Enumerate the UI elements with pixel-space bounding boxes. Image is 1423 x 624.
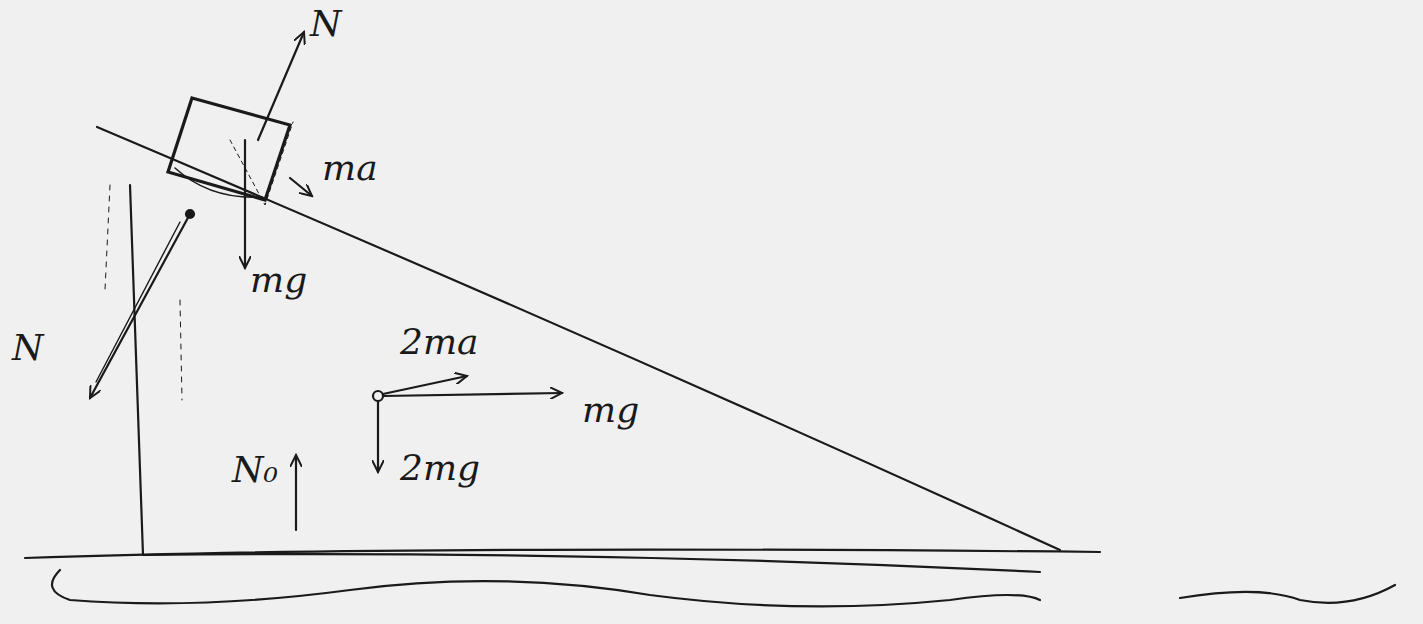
pseudo-force-arrow xyxy=(290,178,312,196)
block-curve xyxy=(175,168,262,197)
force-label: 2mg xyxy=(400,450,480,486)
pseudo-force-arrow xyxy=(383,376,467,394)
force-label: ma xyxy=(322,150,378,186)
ground-wave xyxy=(1180,585,1395,603)
wedge-incline xyxy=(97,127,1060,550)
wedge-base xyxy=(143,554,1040,572)
force-label: N xyxy=(310,6,342,42)
reaction-force-stroke xyxy=(96,222,180,382)
reaction-force-arrow xyxy=(90,214,190,398)
ground-wave xyxy=(52,570,1040,606)
force-label: N₀ xyxy=(232,452,278,488)
force-label: mg xyxy=(250,262,307,298)
block xyxy=(168,98,290,200)
force-label: mg xyxy=(582,392,639,428)
force-label: 2ma xyxy=(400,324,479,360)
dashed-guide xyxy=(105,185,182,400)
gravity-arrow xyxy=(244,140,246,268)
horizontal-force-arrow xyxy=(383,393,562,396)
force-point xyxy=(373,391,383,401)
gravity-arrow xyxy=(377,401,379,472)
wedge-vertical-side xyxy=(130,185,143,555)
force-label: N xyxy=(12,330,44,366)
dashed-guide xyxy=(230,122,293,205)
normal-force-arrow xyxy=(258,32,304,140)
ground-normal-arrow xyxy=(295,455,297,530)
